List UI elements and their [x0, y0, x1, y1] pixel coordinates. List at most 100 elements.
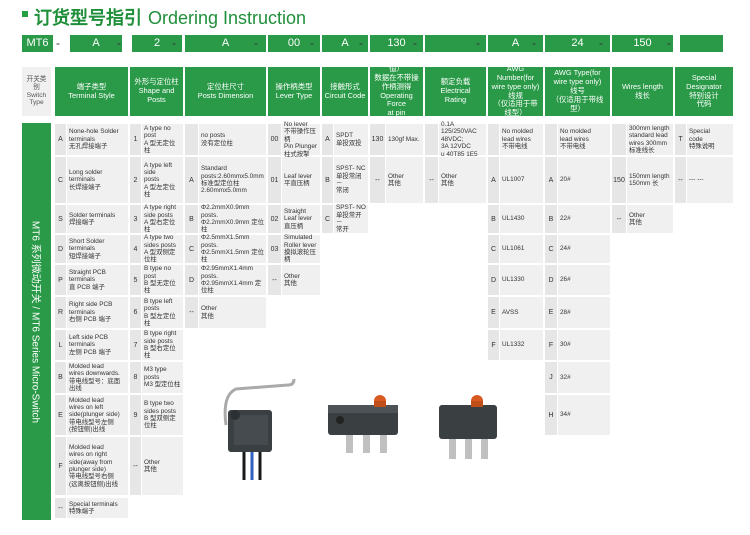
terminal-row-key: E [55, 395, 66, 435]
shape-row-desc: Other 其他 [142, 437, 183, 495]
awg-number-row-desc: No molded lead wires 不带电线 [500, 124, 543, 155]
awg-number-row-key: E [488, 297, 499, 328]
code-separator: - [476, 36, 480, 50]
shape-row-desc: A type two sides posts A 型双侧定位柱 [142, 234, 183, 263]
header-col-9: Wires length 线长 [612, 67, 673, 116]
code-box-8: A [488, 35, 543, 52]
terminal-row-desc: Molded lead wires downwards. 带电线型号：底面 出线 [67, 362, 128, 393]
awg-type-row-key: D [545, 265, 557, 295]
awg-type-row-desc: 24# [558, 235, 610, 263]
terminal-row-key: C [55, 157, 66, 203]
code-separator: - [56, 36, 60, 50]
code-box-7 [425, 35, 486, 52]
special-row-desc: Special code 特殊说明 [687, 124, 733, 155]
code-separator: - [117, 36, 121, 50]
code-box-5: A [322, 35, 368, 52]
terminal-row-key: B [55, 362, 66, 393]
header-col-10: Special Designator 特别设计 代码 [675, 67, 733, 116]
code-separator: - [172, 36, 176, 50]
header-col-5: 操作力（最大值） 数据在不带操作柄测得 Operating Force at p… [370, 55, 423, 126]
awg-number-row-key: A [488, 157, 499, 203]
terminal-row-key: -- [55, 498, 66, 518]
header-col-3: 操作柄类型 Lever Type [268, 67, 320, 116]
force-row-desc: Other 其他 [386, 157, 423, 203]
posts-row-key: C [185, 235, 198, 263]
product-photo-side-view [439, 395, 497, 459]
awg-number-row-key: D [488, 265, 499, 295]
terminal-row-key: S [55, 205, 66, 233]
awg-number-row-desc: UL1061 [500, 235, 543, 263]
posts-row-key: D [185, 265, 198, 295]
shape-row-key: 3 [130, 205, 141, 233]
lever-row-key: 03 [268, 235, 281, 263]
awg-type-row-desc: 30# [558, 330, 610, 360]
terminal-row-desc: Solder terminals 焊接端子 [67, 205, 128, 233]
posts-row-key: -- [185, 297, 198, 328]
rating-row-desc: 0.1A 125/250VAC 48VDC; 3A 12VDC u 40T85 … [439, 121, 486, 158]
awg-type-row-desc: 26# [558, 265, 610, 295]
posts-row-key: B [185, 205, 198, 233]
shape-row-desc: A type left side posts A 型左定位柱 [142, 157, 183, 203]
wire-length-row-desc: Other 其他 [627, 205, 673, 233]
terminal-row-desc: Long solder terminals 长焊接端子 [67, 157, 128, 203]
circuit-row-key: B [322, 157, 333, 203]
awg-type-row-desc: 34# [558, 395, 610, 435]
posts-row-key [185, 124, 198, 155]
awg-number-row-desc: UL1330 [500, 265, 543, 295]
wire-length-row-desc: 150mm length 150mm 长 [627, 157, 673, 203]
title-marker [22, 11, 28, 17]
awg-type-row-desc: 20# [558, 157, 610, 203]
rating-row-desc: Other 其他 [439, 157, 486, 203]
shape-row-key: 8 [130, 362, 141, 393]
code-box-2: 2 [132, 35, 182, 52]
shape-row-key: 2 [130, 157, 141, 203]
posts-row-desc: Other 其他 [199, 297, 266, 328]
special-row-key: T [675, 124, 686, 155]
code-separator: - [532, 36, 536, 50]
header-col-0: 端子类型 Terminal Style [55, 67, 128, 116]
awg-number-row-key [488, 124, 499, 155]
posts-row-key: A [185, 157, 198, 203]
awg-type-row-key: C [545, 235, 557, 263]
awg-number-row-desc: UL1430 [500, 205, 543, 233]
awg-type-row-key: E [545, 297, 557, 328]
shape-row-key: 7 [130, 330, 141, 360]
awg-type-row-key: J [545, 362, 557, 393]
rating-row-key [425, 124, 438, 155]
posts-row-desc: Φ2.2mmX0.9mm posts. Φ2.2mmX0.9mm 定位柱 [199, 204, 266, 233]
awg-number-row-desc: AVSS [500, 297, 543, 328]
lever-row-key: 02 [268, 205, 281, 233]
awg-type-row-key [545, 124, 557, 155]
shape-row-desc: B type right side posts B 型右定位柱 [142, 330, 183, 360]
awg-number-row-key: C [488, 235, 499, 263]
terminal-row-desc: None-hole Solder terminals 无孔焊接端子 [67, 124, 128, 155]
special-row-desc: --- --- [687, 157, 733, 203]
lever-row-key: 01 [268, 157, 281, 203]
wire-length-row-key: -- [612, 205, 626, 233]
wire-length-row-key [612, 124, 626, 155]
awg-type-row-key: A [545, 157, 557, 203]
lever-row-desc: Simulated Roller lever 摸拟滚轮压柄 [282, 234, 320, 263]
terminal-row-desc: Molded lead wires on right side(away fro… [67, 437, 128, 495]
code-box-1: A [70, 35, 122, 52]
code-box-4: 00 [268, 35, 320, 52]
code-separator: - [254, 36, 258, 50]
wire-length-row-key: 150 [612, 157, 626, 203]
code-box-3: A [185, 35, 266, 52]
code-box-6: 130 [370, 35, 423, 52]
wire-length-row-desc: 300mm length standard lead wires 300mm 标… [627, 124, 673, 155]
shape-row-desc: B type no post B 型无定位柱 [142, 265, 183, 295]
lever-row-desc: Other 其他 [282, 265, 320, 295]
terminal-row-desc: Left side PCB terminals 左侧 PCB 端子 [67, 330, 128, 360]
force-row-key: -- [370, 157, 385, 203]
header-col-6: 额定负载 Electrical Rating [425, 67, 486, 116]
code-separator: - [310, 36, 314, 50]
header-col-7: AWG Number(for wire type only) 线规 （仅适用于带… [488, 64, 543, 117]
product-photo-pin-plunger [328, 395, 398, 453]
series-label-strip: MT6 系列微动开关 / MT6 Series Micro-Switch [22, 123, 51, 520]
circuit-row-key: C [322, 205, 333, 233]
lever-row-desc: Straight Leaf lever 直压柄 [282, 205, 320, 233]
posts-row-desc: Φ2.95mmX1.4mm posts. Φ2.95mmX1.4mm 定位柱 [199, 265, 266, 295]
terminal-row-key: A [55, 124, 66, 155]
